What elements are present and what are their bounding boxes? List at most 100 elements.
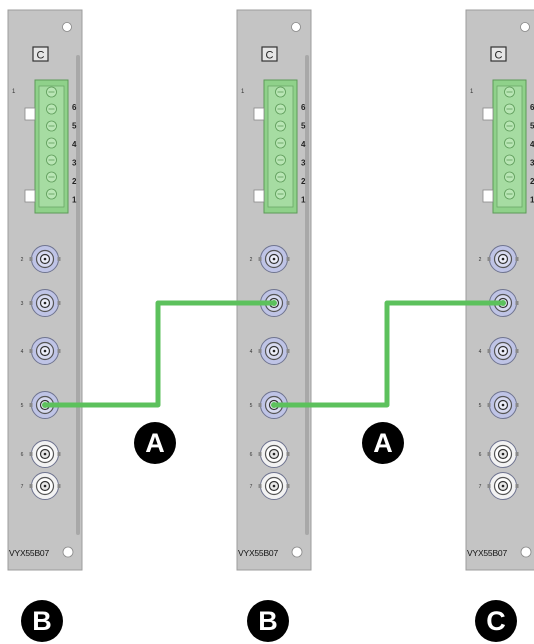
port-number: 7: [479, 484, 482, 490]
bnc-port-pin: [43, 349, 47, 353]
pin-label: 3: [530, 159, 534, 168]
port-number: 2: [21, 257, 24, 263]
port-number: 4: [21, 349, 24, 355]
bnc-pin: [57, 301, 61, 305]
bnc-port-pin: [272, 452, 276, 456]
logo-letter: C: [266, 50, 274, 62]
pin-label: 6: [72, 103, 77, 112]
port-number: 5: [250, 403, 253, 409]
cable: [271, 300, 506, 408]
connector-number: 1: [470, 89, 474, 95]
mounting-hole: [520, 546, 532, 558]
bnc-pin: [29, 349, 33, 353]
pin-label: 3: [301, 159, 306, 168]
bnc-pin: [487, 403, 491, 407]
connector-number: 1: [12, 89, 16, 95]
cable-plug: [42, 402, 48, 408]
logo-box: [32, 46, 49, 62]
pin-label: 1: [301, 196, 306, 205]
cable-badge: [134, 422, 176, 464]
connector-number: 1: [241, 89, 245, 95]
bnc-pin: [258, 484, 262, 488]
port-number: 7: [21, 484, 24, 490]
bnc-pin: [57, 484, 61, 488]
pin-label: 5: [72, 122, 77, 131]
mounting-hole: [291, 22, 301, 32]
port-number: 5: [479, 403, 482, 409]
module-badge-label: B: [32, 606, 52, 636]
bnc-pin: [29, 301, 33, 305]
pin-label: 1: [530, 196, 534, 205]
bnc-pin: [487, 349, 491, 353]
bnc-pin: [258, 403, 262, 407]
port-number: 4: [250, 349, 253, 355]
bnc-pin: [29, 257, 33, 261]
bnc-pin: [57, 257, 61, 261]
bnc-pin: [286, 257, 290, 261]
mounting-hole: [520, 22, 530, 32]
bnc-pin: [515, 301, 519, 305]
pin-label: 3: [72, 159, 77, 168]
logo-letter: C: [37, 50, 45, 62]
logo-box: [490, 46, 507, 62]
pin-label: 6: [530, 103, 534, 112]
bnc-pin: [29, 403, 33, 407]
bnc-pin: [515, 257, 519, 261]
terminal-latch: [482, 107, 494, 121]
mounting-hole: [62, 22, 72, 32]
terminal-latch: [253, 107, 265, 121]
module-badge: [21, 600, 63, 642]
port-number: 7: [250, 484, 253, 490]
bnc-pin: [515, 349, 519, 353]
bnc-port-pin: [43, 257, 47, 261]
cable-plug: [500, 300, 506, 306]
bnc-pin: [487, 484, 491, 488]
pin-label: 1: [72, 196, 77, 205]
bnc-port-pin: [272, 484, 276, 488]
port-number: 5: [21, 403, 24, 409]
pin-label: 4: [72, 140, 77, 149]
bnc-pin: [29, 452, 33, 456]
cable-badge-label: A: [145, 428, 165, 458]
panel-slot: [76, 55, 80, 535]
pin-label: 5: [530, 122, 534, 131]
bnc-pin: [487, 257, 491, 261]
module-badge-label: B: [258, 606, 278, 636]
terminal-latch: [24, 189, 36, 203]
cable-plug: [271, 402, 277, 408]
bnc-pin: [515, 403, 519, 407]
pin-label: 2: [530, 177, 534, 186]
module-badge: [475, 600, 517, 642]
logo-letter: C: [495, 50, 503, 62]
bnc-pin: [29, 484, 33, 488]
bnc-pin: [286, 301, 290, 305]
bnc-port-pin: [272, 257, 276, 261]
bnc-pin: [286, 484, 290, 488]
bnc-port-pin: [43, 301, 47, 305]
bnc-port-pin: [501, 403, 505, 407]
module-badge: [247, 600, 289, 642]
pin-label: 4: [530, 140, 534, 149]
bnc-pin: [57, 349, 61, 353]
port-number: 6: [250, 452, 253, 458]
port-number: 3: [21, 301, 24, 307]
bnc-pin: [515, 484, 519, 488]
terminal-latch: [24, 107, 36, 121]
bnc-pin: [286, 452, 290, 456]
port-number: 6: [479, 452, 482, 458]
pin-label: 4: [301, 140, 306, 149]
cable-badge: [362, 422, 404, 464]
panel-slot: [305, 55, 309, 535]
pin-label: 5: [301, 122, 306, 131]
bnc-pin: [286, 349, 290, 353]
bnc-pin: [487, 452, 491, 456]
bnc-pin: [258, 257, 262, 261]
model-label: VYX55B07: [238, 548, 278, 558]
model-label: VYX55B07: [9, 548, 49, 558]
port-number: 6: [21, 452, 24, 458]
bnc-port-pin: [43, 484, 47, 488]
bnc-port-pin: [272, 349, 276, 353]
